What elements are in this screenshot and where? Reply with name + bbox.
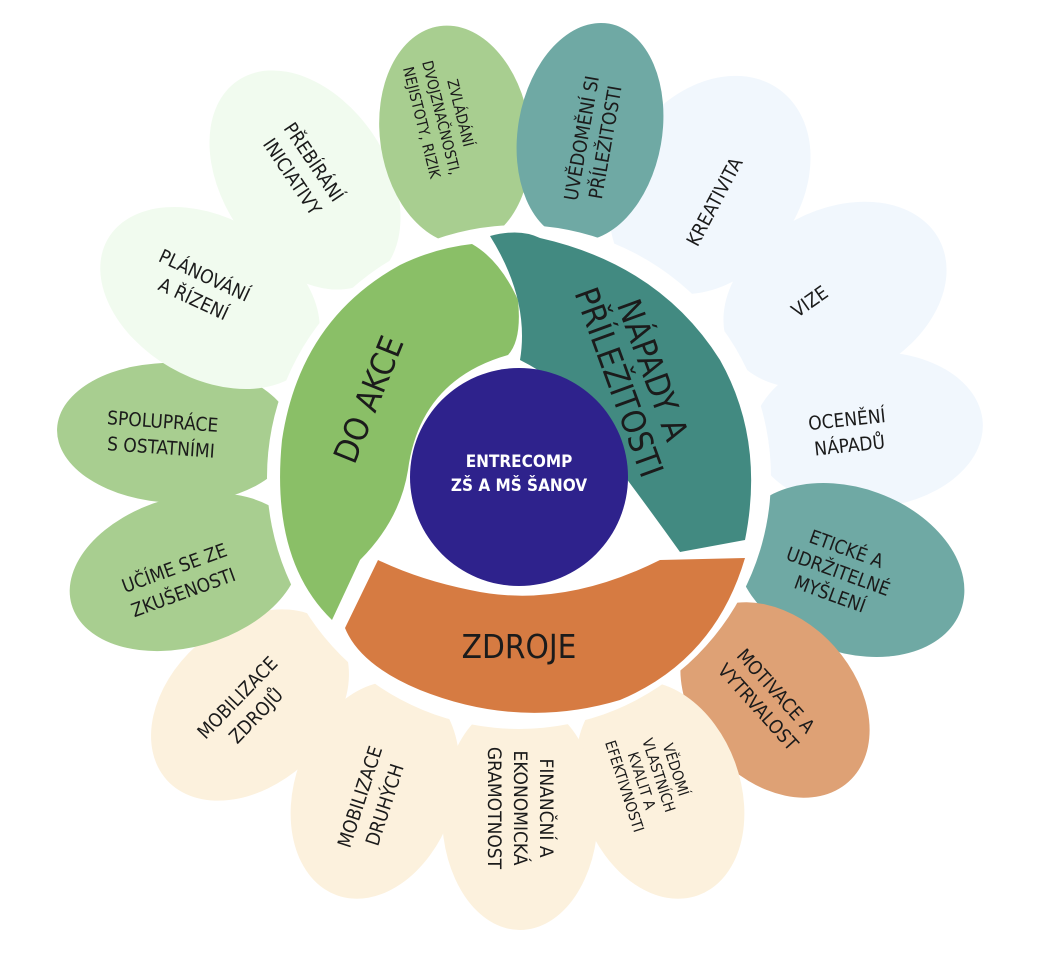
petal-ucime [69,492,301,652]
petals-layer [57,22,983,930]
sector-resources [345,558,745,713]
sector-ideas [490,232,752,552]
petal-prebirani [209,70,401,290]
petal-zdroju [151,609,349,801]
label-financni-line2: EKONOMICKÁ [509,751,532,866]
petal-financni [442,700,598,930]
petal-oceneni [753,351,983,509]
center-line2: ZŠ A MŠ ŠANOV [451,474,587,496]
center-line1: ENTRECOMP [466,452,573,472]
petal-uvedomeni [516,22,664,242]
petal-zvladani [379,25,531,245]
label-financni-line1: FINANČNÍ A [535,758,559,857]
label-financni: FINANČNÍ A EKONOMICKÁ GRAMOTNOST [483,747,559,870]
petal-druhych [290,681,460,899]
petal-vize [723,201,947,389]
sector-action [280,244,519,620]
petal-spoluprace [57,362,293,504]
center-circle [410,368,628,586]
petal-vedomi [575,681,745,899]
label-financni-line3: GRAMOTNOST [483,747,505,870]
petal-eticke [735,483,965,657]
sector-resources-label: ZDROJE [462,627,577,666]
